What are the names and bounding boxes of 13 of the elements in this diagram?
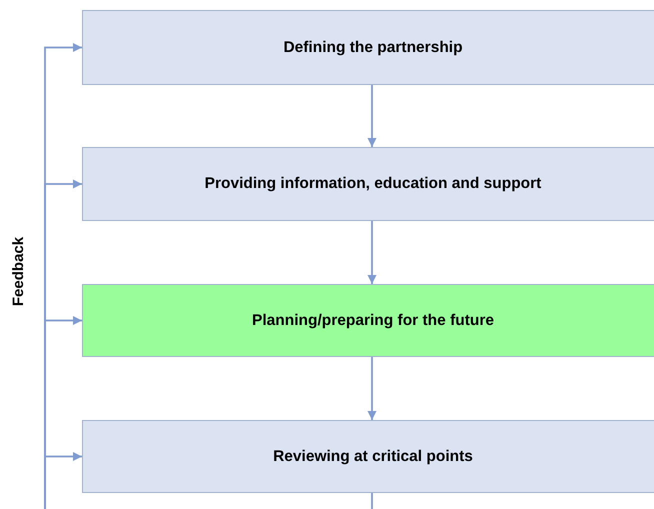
step-label: Planning/preparing for the future <box>252 312 494 330</box>
process-box <box>82 420 654 493</box>
step-label: Reviewing at critical points <box>273 448 473 466</box>
process-box <box>82 10 654 85</box>
process-box <box>82 284 654 357</box>
feedback-arrow <box>44 452 82 509</box>
step-label: Defining the partnership <box>283 38 463 56</box>
arrow <box>368 85 376 147</box>
process-box <box>82 147 654 221</box>
step-label: Providing information, education and support <box>204 175 542 193</box>
arrow <box>368 357 376 420</box>
axis-label: Feedback <box>10 236 27 306</box>
arrow <box>368 221 376 284</box>
